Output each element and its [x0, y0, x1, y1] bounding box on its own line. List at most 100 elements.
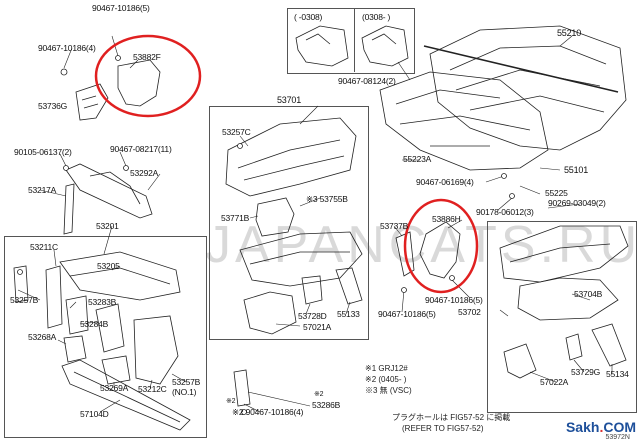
member-53284b-shape: [95, 303, 125, 353]
label-53201: 53201: [96, 221, 119, 231]
label-53292a: 53292A: [130, 168, 159, 178]
bracket-53704b-shape: [517, 277, 619, 321]
bolt-icon: [237, 143, 243, 149]
part-53882f-shape: [117, 59, 161, 107]
bracket-53771b-shape: [255, 197, 295, 237]
label-b9046706169: 90467-06169(4): [416, 177, 474, 187]
apron-53292a-shape: [65, 163, 153, 219]
label-53284b: 53284B: [80, 319, 109, 329]
strut-53217a-shape: [63, 183, 75, 235]
label-53728d: 53728D: [298, 311, 327, 321]
label-53257c: 53257C: [222, 127, 251, 137]
label-53701: 53701: [277, 95, 302, 105]
highlight-circle-53882f: [94, 34, 202, 118]
label-53217a: 53217A: [28, 185, 57, 195]
label-53729g: 53729G: [571, 367, 601, 377]
footnote-2: ※2 (0405- ): [365, 375, 407, 384]
group-box-53201: [4, 236, 207, 438]
label-53257b-left: 53257B: [10, 295, 39, 305]
label-53704b: 53704B: [574, 289, 603, 299]
part-53886h-shape: [419, 221, 461, 279]
label-55225: 55225: [545, 188, 568, 198]
label-53283b: 53283B: [88, 297, 117, 307]
insulator-55101-shape: [379, 71, 549, 171]
bolt-icon: [17, 269, 23, 275]
label-variant-a: ( -0308): [294, 12, 323, 22]
group-box-53702: [487, 221, 637, 413]
reinforcement-57104d-shape: [61, 359, 191, 431]
support-53205-shape: [59, 251, 181, 301]
bracket-53269a-shape: [101, 355, 131, 385]
apron-lower-shape: [239, 231, 363, 287]
highlight-circle-53886h: [403, 198, 479, 294]
bolt-icon: [123, 165, 129, 171]
label-53737b: 53737B: [380, 221, 409, 231]
dash-panel-55210-shape: [429, 25, 627, 151]
apron-53701-shape: [225, 117, 357, 197]
label-no1: (NO.1): [172, 387, 197, 397]
bolt-icon: [401, 287, 407, 293]
refer-line-2: (REFER TO FIG57-52): [402, 424, 484, 433]
bracket-53728d-shape: [301, 275, 323, 305]
label-57022a: 57022A: [540, 377, 569, 387]
group-box-53701: [209, 106, 369, 340]
support-53212c-shape: [133, 315, 179, 385]
figure-id: 53972N: [605, 434, 630, 441]
brace-53211c-shape: [45, 265, 63, 329]
label-b9010506137: 90105-06137(2): [14, 147, 72, 157]
variant-box-top: [287, 8, 415, 74]
label-b9026903049: 90269-03049(2): [548, 198, 606, 208]
label-b9046710186-5-top: 90467-10186(5): [92, 3, 150, 13]
label-b2-9046710186: ※2 90467-10186(4): [232, 407, 304, 417]
label-55210: 55210: [557, 28, 582, 38]
label-b9046710186-5-mid: 90467-10186(5): [378, 309, 436, 319]
label-53269a: 53269A: [100, 383, 129, 393]
label-53268a: 53268A: [28, 332, 57, 342]
label-b9046708217: 90467-08217(11): [110, 144, 172, 154]
label-53257b-no1: 53257B: [172, 377, 201, 387]
brace-55133-shape: [335, 267, 363, 305]
bolt-53729g-shape: [565, 333, 583, 361]
bracket-53286b-shape: [233, 369, 251, 407]
bolt-icon: [241, 409, 247, 415]
footnote-1: ※1 GRJ12#: [365, 364, 408, 373]
label-55223a: 55223A: [403, 154, 432, 164]
bolt-icon: [63, 165, 69, 171]
apron-53702-shape: [499, 225, 629, 283]
label-53886h: 53886H: [432, 214, 461, 224]
bolt-icon: [509, 193, 515, 199]
brace-53257b-l-shape: [13, 265, 29, 303]
label-b9046708124: 90467-08124(2): [338, 76, 396, 86]
label-53882f: 53882F: [133, 52, 161, 62]
label-53702: 53702: [458, 307, 481, 317]
bolt-icon: [60, 68, 68, 76]
label-b9017806012: 90178-06012(3): [476, 207, 534, 217]
label-57104d: 57104D: [80, 409, 109, 419]
label-star2a: ※2: [314, 391, 324, 398]
footnote-3: ※3 無 (VSC): [365, 386, 412, 395]
bolt-icon: [449, 275, 455, 281]
label-b9046710186-4-top: 90467-10186(4): [38, 43, 96, 53]
label-variant-b: (0308- ): [362, 12, 391, 22]
refer-line-1: プラグホールは FIG57-52 に掲載: [392, 413, 511, 422]
member-53283b-shape: [65, 295, 89, 335]
bolt-icon: [501, 173, 507, 179]
bracket-57022a-shape: [503, 343, 537, 379]
label-55133: 55133: [337, 309, 360, 319]
label-star2b: ※2: [226, 398, 236, 405]
bracket-57021a-shape: [243, 291, 297, 335]
label-55134: 55134: [606, 369, 629, 379]
brace-55134-shape: [591, 323, 627, 367]
bolt-icon: [115, 55, 121, 61]
label-53736g: 53736G: [38, 101, 68, 111]
label-53286b: 53286B: [312, 400, 341, 410]
label-57021a: 57021A: [303, 322, 332, 332]
member-53268a-shape: [63, 335, 87, 363]
label-53771b: 53771B: [221, 213, 250, 223]
label-53212c: 53212C: [138, 384, 167, 394]
label-53211c: 53211C: [30, 242, 58, 252]
label-b9046710186-5-right: 90467-10186(5): [425, 295, 483, 305]
label-55101: 55101: [564, 165, 589, 175]
